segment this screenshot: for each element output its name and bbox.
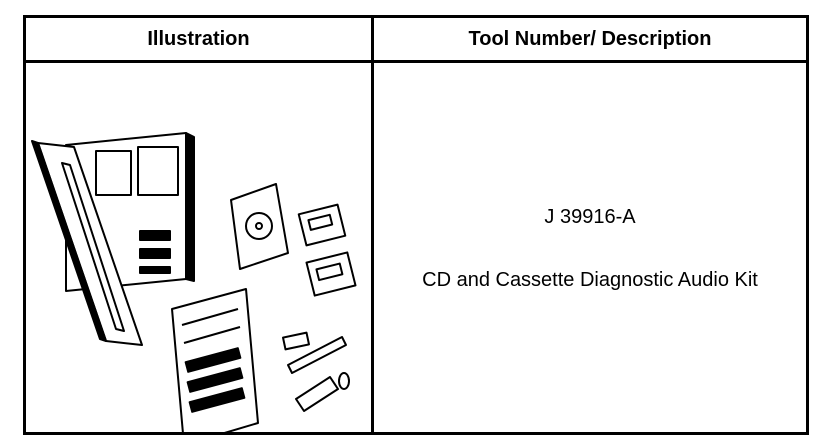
- column-divider: [371, 18, 374, 432]
- header-tool-number-description: Tool Number/ Description: [468, 27, 712, 50]
- header-illustration: Illustration: [147, 27, 250, 50]
- illustration-cell: [26, 63, 371, 432]
- header-row: Illustration Tool Number/ Description: [26, 18, 806, 63]
- tool-table: Illustration Tool Number/ Description: [23, 15, 809, 435]
- diagnostic-audio-kit-icon: [31, 132, 357, 432]
- tool-number: J 39916-A: [544, 206, 636, 228]
- tool-description-cell: J 39916-A CD and Cassette Diagnostic Aud…: [374, 63, 806, 432]
- tool-description: CD and Cassette Diagnostic Audio Kit: [422, 269, 758, 291]
